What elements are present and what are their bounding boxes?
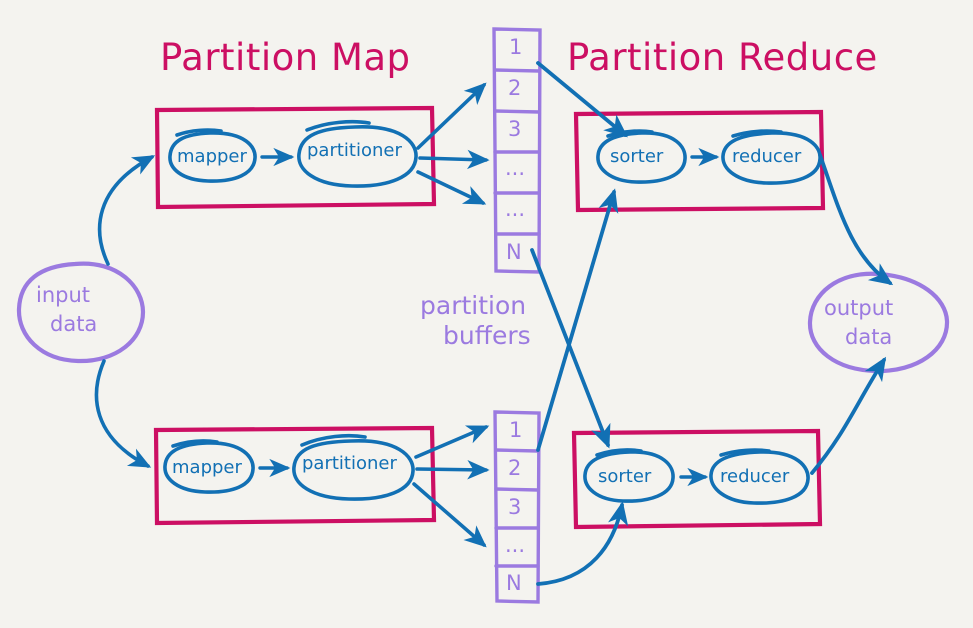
arrow-partitioner-bottom-to-buffer-cell4 — [412, 482, 487, 548]
arrow-reducer-top-to-output — [818, 153, 894, 286]
arrow-top-buffer-to-sorter-top — [536, 61, 628, 138]
arrow-partitioner-bottom-to-buffer-cell1 — [414, 425, 490, 459]
arrow-partitioner-top-to-buffer-cell2 — [416, 82, 487, 150]
reduce-box-bottom — [571, 428, 823, 530]
map-box-top — [154, 105, 437, 210]
arrow-partitioner-bottom-to-buffer-cell2 — [415, 460, 490, 480]
input-data-ellipse — [16, 261, 146, 364]
output-data-ellipse — [807, 271, 950, 374]
reducer-ellipse-top — [721, 129, 822, 185]
arrow-input-to-mapper-bottom — [94, 359, 152, 468]
mapper-ellipse-top — [168, 128, 257, 183]
partitioner-ellipse-top — [297, 119, 418, 188]
arrow-partitioner-top-to-buffer-cell5 — [416, 170, 487, 205]
sorter-ellipse-top — [596, 129, 687, 184]
sorter-ellipse-bottom — [583, 448, 675, 503]
arrow-reducer-bottom-to-output — [810, 356, 887, 475]
arrow-partitioner-top-to-buffer-cell4 — [418, 149, 490, 170]
bottom-buffer — [493, 410, 541, 604]
top-buffer — [492, 27, 542, 274]
mapper-ellipse-bottom — [163, 439, 255, 494]
reducer-ellipse-bottom — [709, 448, 810, 505]
arrow-bottom-buffer-to-sorter-top — [536, 188, 619, 452]
map-box-bottom — [153, 425, 437, 526]
arrow-input-to-mapper-top — [97, 155, 156, 266]
partitioner-ellipse-bottom — [292, 433, 415, 501]
arrow-bottom-buffer-N-to-sorter-bottom — [536, 501, 629, 586]
reduce-box-top — [573, 109, 826, 213]
